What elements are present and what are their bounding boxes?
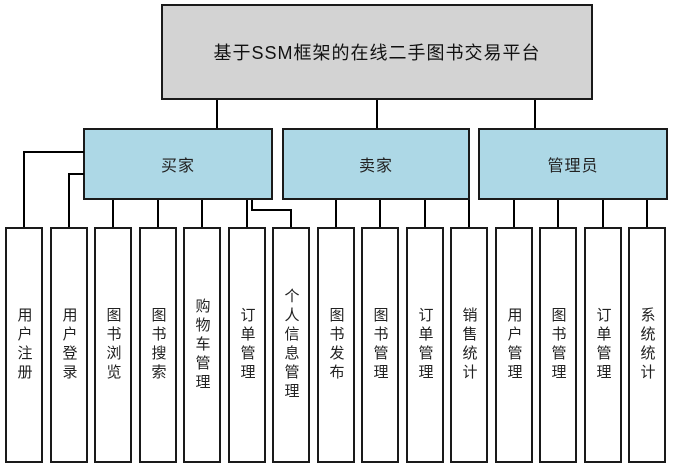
leaf-order-management-buyer-label: 订单管理 bbox=[238, 307, 256, 383]
connector-buyer-to-profile-v2 bbox=[290, 209, 292, 227]
leaf-book-publish-label: 图书发布 bbox=[327, 307, 345, 383]
leaf-user-register: 用户注册 bbox=[5, 227, 43, 463]
leaf-order-management-admin-label: 订单管理 bbox=[594, 307, 612, 383]
connector-seller-to-book-publish bbox=[335, 200, 337, 227]
leaf-cart-management-label: 购物车管理 bbox=[193, 297, 211, 393]
leaf-book-browse-label: 图书浏览 bbox=[104, 307, 122, 383]
leaf-cart-management: 购物车管理 bbox=[183, 227, 221, 463]
connector-buyer-to-order-management bbox=[246, 200, 248, 227]
group-admin-label: 管理员 bbox=[547, 158, 599, 175]
connector-buyer-to-user-register-v bbox=[23, 151, 25, 227]
leaf-order-management-seller-label: 订单管理 bbox=[416, 307, 434, 383]
leaf-book-search: 图书搜索 bbox=[139, 227, 177, 463]
leaf-book-management-seller-label: 图书管理 bbox=[371, 307, 389, 383]
connector-buyer-to-user-login-h bbox=[68, 173, 84, 175]
connector-admin-to-book-management bbox=[557, 200, 559, 227]
connector-buyer-to-profile-v1 bbox=[251, 200, 253, 211]
connector-seller-to-book-management bbox=[379, 200, 381, 227]
connector-seller-to-sales-statistics bbox=[468, 200, 470, 227]
leaf-user-login-label: 用户登录 bbox=[60, 307, 78, 383]
connector-buyer-to-user-login-v bbox=[68, 173, 70, 227]
leaf-book-browse: 图书浏览 bbox=[94, 227, 132, 463]
leaf-book-search-label: 图书搜索 bbox=[149, 307, 167, 383]
leaf-system-statistics-label: 系统统计 bbox=[638, 307, 656, 383]
leaf-system-statistics: 系统统计 bbox=[628, 227, 666, 463]
leaf-book-publish: 图书发布 bbox=[317, 227, 355, 463]
leaf-book-management-seller: 图书管理 bbox=[361, 227, 399, 463]
group-node-buyer: 买家 bbox=[83, 128, 273, 200]
connector-admin-to-order-management bbox=[602, 200, 604, 227]
connector-buyer-to-book-search bbox=[157, 200, 159, 227]
leaf-sales-statistics: 销售统计 bbox=[450, 227, 488, 463]
connector-buyer-to-profile-h bbox=[251, 209, 292, 211]
connector-buyer-to-book-browse bbox=[112, 200, 114, 227]
connector-admin-to-system-statistics bbox=[646, 200, 648, 227]
group-node-seller: 卖家 bbox=[282, 128, 470, 200]
leaf-user-login: 用户登录 bbox=[50, 227, 88, 463]
leaf-profile-management-label: 个人信息管理 bbox=[282, 288, 300, 402]
connector-root-to-seller bbox=[376, 100, 378, 128]
leaf-book-management-admin-label: 图书管理 bbox=[549, 307, 567, 383]
leaf-order-management-buyer: 订单管理 bbox=[228, 227, 266, 463]
connector-admin-to-user-management bbox=[513, 200, 515, 227]
leaf-user-management-label: 用户管理 bbox=[505, 307, 523, 383]
leaf-book-management-admin: 图书管理 bbox=[539, 227, 577, 463]
group-node-admin: 管理员 bbox=[478, 128, 668, 200]
leaf-order-management-seller: 订单管理 bbox=[406, 227, 444, 463]
group-buyer-label: 买家 bbox=[160, 158, 195, 175]
leaf-order-management-admin: 订单管理 bbox=[584, 227, 622, 463]
leaf-user-register-label: 用户注册 bbox=[15, 307, 33, 383]
leaf-user-management: 用户管理 bbox=[495, 227, 533, 463]
connector-seller-to-order-management bbox=[424, 200, 426, 227]
leaf-profile-management: 个人信息管理 bbox=[272, 227, 310, 463]
root-node-platform-title: 基于SSM框架的在线二手图书交易平台 bbox=[161, 4, 593, 100]
connector-root-to-admin bbox=[534, 100, 536, 128]
connector-buyer-to-cart-management bbox=[201, 200, 203, 227]
root-node-label: 基于SSM框架的在线二手图书交易平台 bbox=[213, 43, 541, 63]
connector-buyer-to-user-register-h bbox=[23, 151, 84, 153]
leaf-sales-statistics-label: 销售统计 bbox=[460, 307, 478, 383]
connector-root-to-buyer bbox=[216, 100, 218, 128]
group-seller-label: 卖家 bbox=[358, 158, 393, 175]
